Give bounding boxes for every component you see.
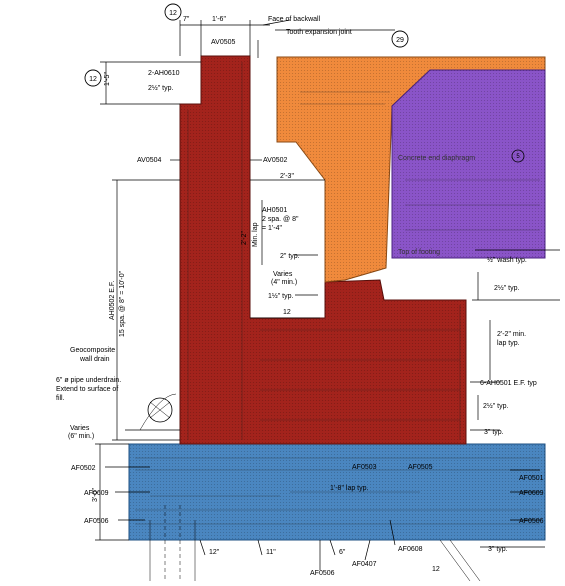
lap-1ft8-label: 1'-8" lap typ. (330, 485, 369, 492)
dim-7in: 7" (183, 16, 190, 23)
varies-6-min-label: (6" min.) (68, 433, 94, 440)
dim-2ft2-lap-label: 2'-2" min. (497, 331, 526, 338)
av0505-label: AV0505 (211, 39, 235, 46)
dim-2ft3in-label: 2'-3" (280, 173, 294, 180)
extend-to-label: Extend to surface of (56, 386, 118, 393)
ah0501-ef-typ-label: 6-AH0501 E.F. typ (480, 380, 537, 387)
av0502-label: AV0502 (263, 157, 287, 164)
af0506-left-label: AF0506 (84, 518, 109, 525)
dim-12-label: 12 (283, 309, 291, 316)
af0502-label: AF0502 (71, 465, 96, 472)
af0505-label: AF0505 (408, 464, 433, 471)
dim-2ft2in-label: 2'-2" (241, 231, 248, 245)
dimension-lines (95, 19, 560, 570)
dim-1half-typ-label: 1½" typ. (268, 292, 293, 300)
dim-1ft6in: 1'-6" (212, 16, 226, 23)
face-of-backwall-label: Face of backwall (268, 16, 321, 23)
dim-12in-label: 12" (209, 549, 220, 556)
piles (149, 505, 481, 582)
varies-4-label: Varies (273, 271, 293, 278)
dim-12-bottom-label: 12 (432, 566, 440, 573)
dim-2-typ-label: 2" typ. (280, 253, 300, 260)
wall-drain-label: wall drain (79, 356, 110, 363)
geocomposite-label: Geocomposite (70, 347, 115, 354)
dim-2half-typ-r-label: 2½" typ. (494, 284, 519, 292)
ah0610-label: 2-AH0610 (148, 70, 180, 77)
callout-12-top: 12 (169, 10, 177, 17)
wash-typ-label: ½" wash typ. (487, 256, 527, 264)
af0609-left-label: AF0609 (84, 490, 109, 497)
af0609-right-label: AF0609 (519, 490, 544, 497)
dim-1ft5-label: 1'-5" (104, 72, 111, 86)
dim-6in-label: 6" (339, 549, 346, 556)
callout-12-left: 12 (89, 76, 97, 83)
ah0502-ef-label: AH0502 E.F. (109, 281, 116, 320)
varies-4-min-label: (4" min.) (271, 279, 297, 286)
approach-slab-region (276, 56, 546, 283)
top-of-footing-struct-label: Top of footing (398, 249, 440, 256)
end-diaphragm-region (391, 69, 546, 259)
concrete-end-diaphragm-label: Concrete end diaphragm (398, 155, 475, 162)
ah0501-total-label: = 1'-4" (262, 225, 282, 232)
ah0501-spa-label: 2 spa. @ 8" (262, 216, 299, 223)
dim-11in-label: 11" (266, 549, 276, 556)
ah0501-label: AH0501 (262, 207, 287, 214)
dim-2half-typ-r2-label: 2½" typ. (483, 402, 508, 410)
af0503-label: AF0503 (352, 464, 377, 471)
af0506-bottom-label: AF0506 (310, 570, 335, 577)
af0501-label: AF0501 (519, 475, 544, 482)
rebar-lines (135, 62, 540, 525)
af0407-label: AF0407 (352, 561, 377, 568)
annotations: 7" 1'-6" Face of backwall Tooth expansio… (56, 16, 544, 577)
dim-3ft0-label: 3'-0" (92, 488, 99, 502)
callout-29: 29 (396, 37, 404, 44)
varies-6-label: Varies (70, 425, 90, 432)
fill-label: fill. (56, 395, 65, 402)
min-lap-label: Min. lap (252, 222, 259, 247)
callout-5: 5 (516, 154, 520, 160)
pipe-underdrain-label: 6" ø pipe underdrain. (56, 377, 121, 384)
spacing-label: 15 spa. @ 8" = 10'-0" (119, 270, 126, 337)
pipe-underdrain-icon (139, 393, 177, 431)
detail-callouts: 12 12 29 5 (84, 3, 525, 163)
lap-typ-label: lap typ. (497, 340, 520, 347)
dim-3-typ-label: 3" typ. (484, 429, 504, 436)
tooth-expansion-joint-label: Tooth expansion joint (286, 29, 352, 36)
af0608-label: AF0608 (398, 546, 423, 553)
av0504-label: AV0504 (137, 157, 161, 164)
dim-2half-typ-label: 2½" typ. (148, 84, 173, 92)
dim-3-typ-bottom-label: 3" typ. (488, 546, 508, 553)
af0506-right-label: AF0506 (519, 518, 544, 525)
